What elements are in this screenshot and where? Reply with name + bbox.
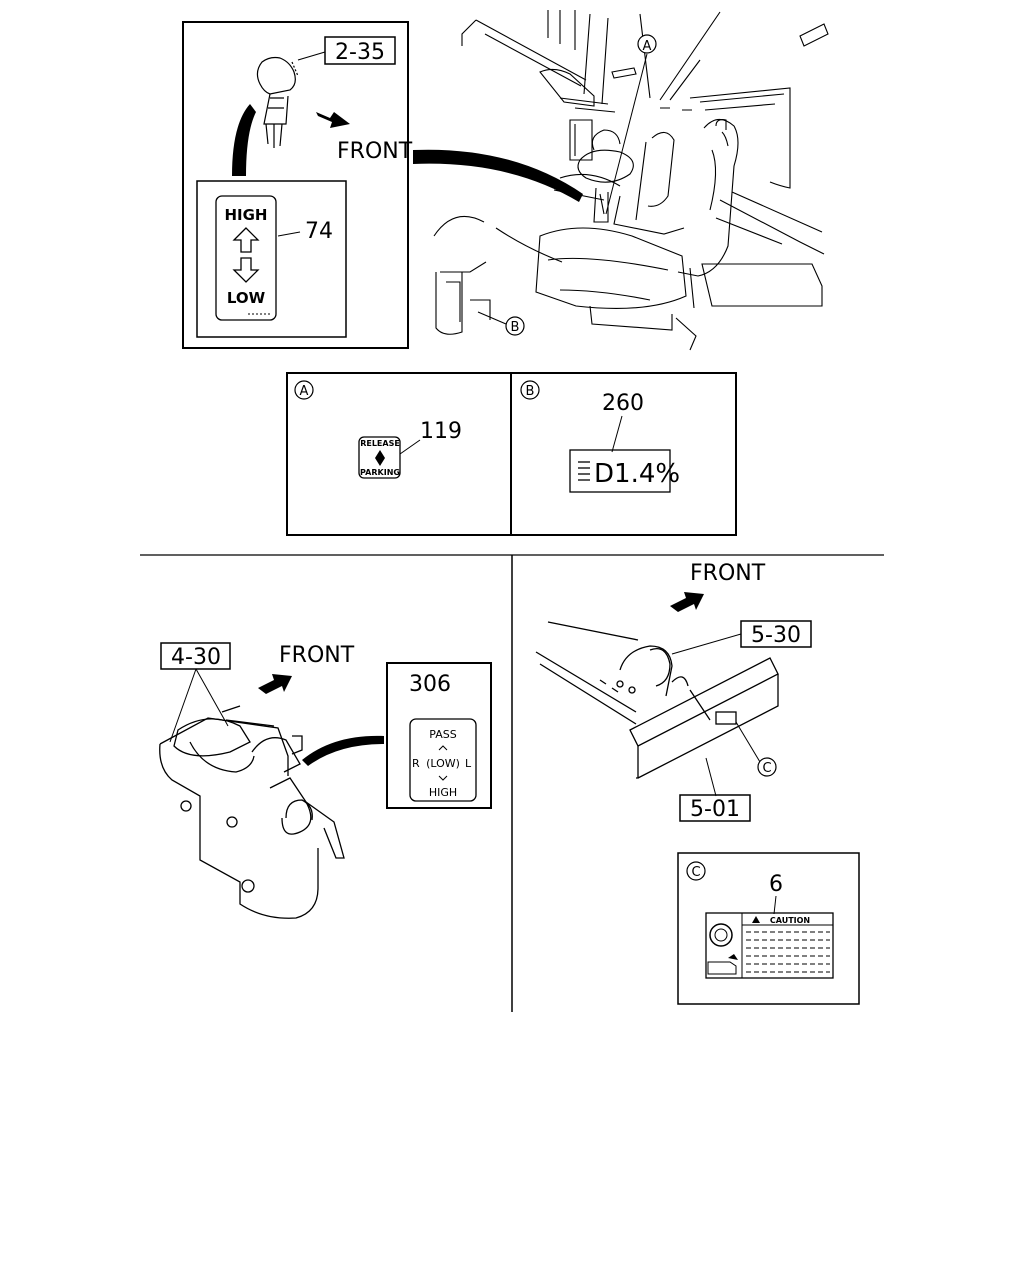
curved-arrow [232,104,256,176]
callout-a-cab [637,34,657,54]
decal-306-r: R [412,757,420,770]
svg-text:C: C [691,865,700,880]
front-arrow-icon-2 [258,674,292,694]
label-74: 74 [305,219,333,244]
decal-306-high: HIGH [429,786,457,799]
caret-up-icon [438,745,448,751]
label-2-35: 2-35 [335,40,385,65]
headlamp-icon [578,461,590,481]
bracket-4-30-section: 4-30 FRONT 306 PASS R (LOW) L HIGH [159,642,492,919]
front-label-3: FRONT [690,561,766,586]
decal-306-l: L [465,757,472,770]
decal-260-value: D1.4% [594,459,680,489]
label-119: 119 [420,419,462,444]
front-label-2: FRONT [279,643,355,668]
decal-6-caution: CAUTION [770,916,810,925]
callout-c-frame [757,757,777,777]
svg-text:A: A [643,39,652,54]
label-5-01: 5-01 [690,797,740,822]
label-box-5-01 [679,794,751,822]
decal-306-pass: PASS [429,728,456,741]
caret-down-icon [438,775,448,781]
decal-74-low: LOW [227,289,266,307]
warning-triangle-icon [752,916,760,923]
label-6: 6 [769,872,783,897]
cab-interior-drawing [433,10,829,351]
svg-text:B: B [511,320,520,335]
decal-260 [569,449,671,493]
callout-a-panel [294,380,314,400]
inset-pointer-arrow [413,149,583,202]
label-4-30: 4-30 [171,645,221,670]
decal-119-release: RELEASE [360,439,400,448]
decal-119-parking: PARKING [360,468,400,477]
callout-b-cab [505,316,525,336]
callout-b-panel [520,380,540,400]
front-arrow-icon-3 [670,592,704,612]
label-260: 260 [602,391,644,416]
decal-306 [409,718,477,802]
diamond-arrow-icon [375,450,385,466]
frame-drawing [535,621,779,779]
arrow-up-icon [232,227,260,253]
callout-c-panel [686,861,706,881]
inset-shift-lever: 2-35 FRONT HIGH LOW 74 [182,21,413,349]
decal-119 [358,436,401,479]
front-label-1: FRONT [337,139,413,164]
label-box-2-35 [324,36,396,65]
dial-icon [709,923,733,947]
decal-6-text-lines [746,931,830,973]
front-arrow-icon [316,112,350,128]
decal-74 [215,195,277,321]
detail-panel-a-b: A B RELEASE PARKING 119 260 D1.4% [286,372,737,536]
arrow-down-icon [232,257,260,283]
svg-text:C: C [762,761,771,776]
label-306: 306 [409,672,451,697]
frame-section: FRONT 5-30 C 5-01 C 6 CAUTI [535,561,860,1005]
label-5-30: 5-30 [751,623,801,648]
svg-text:B: B [526,384,535,399]
bracket-drawing [159,705,345,919]
bracket-pointer-arrow [302,735,384,766]
decal-306-low: (LOW) [426,757,460,770]
shift-knob-drawing [256,56,299,148]
decal-74-high: HIGH [224,206,267,224]
svg-text:A: A [300,384,309,399]
